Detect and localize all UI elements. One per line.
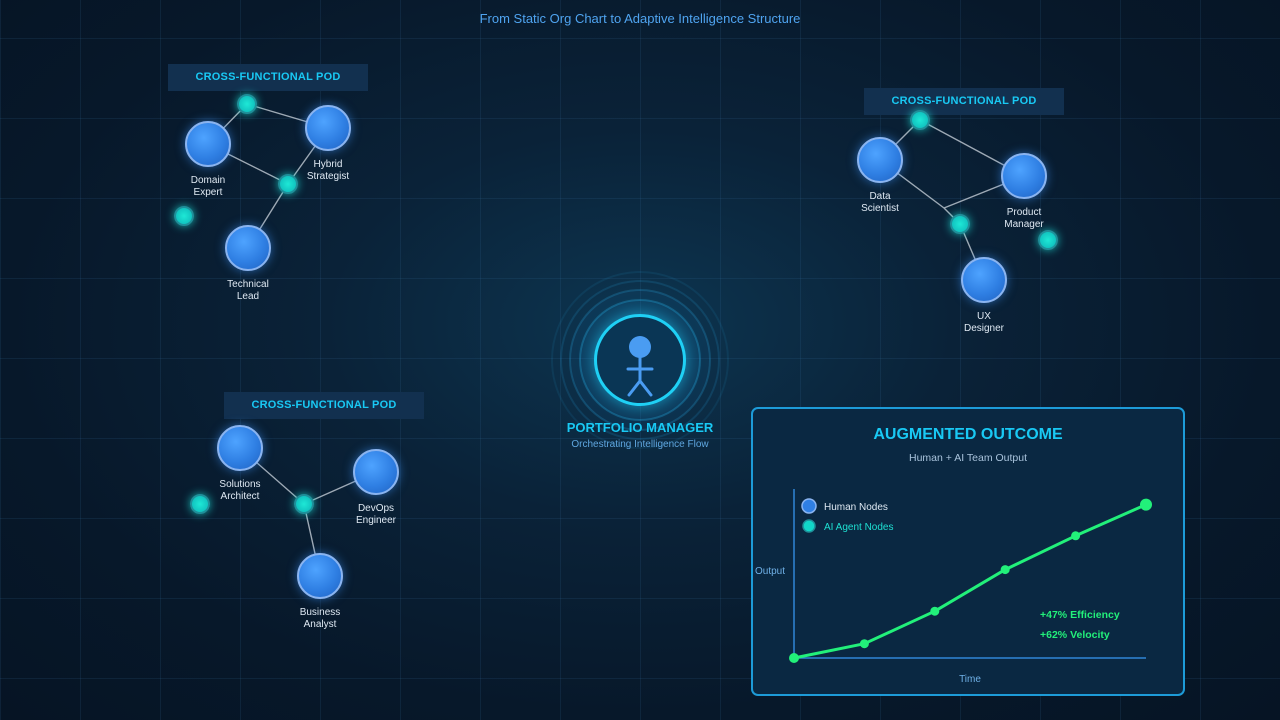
portfolio-manager-subtitle: Orchestrating Intelligence Flow — [571, 439, 709, 450]
portfolio-manager-title: PORTFOLIO MANAGER — [566, 420, 714, 435]
ai-agent-node[interactable] — [190, 494, 210, 514]
output-point — [1071, 531, 1081, 541]
human-node-product-manager[interactable] — [1001, 153, 1047, 199]
human-node-solutions-architect[interactable] — [217, 425, 263, 471]
output-point — [789, 653, 799, 663]
ai-agent-node[interactable] — [237, 94, 257, 114]
ai-agent-node[interactable] — [950, 214, 970, 234]
human-node-domain-expert[interactable] — [185, 121, 231, 167]
ai-agent-node[interactable] — [174, 206, 194, 226]
x-axis-label: Time — [959, 674, 981, 685]
output-line — [793, 503, 1147, 660]
outcome-subtitle: Human + AI Team Output — [909, 452, 1027, 464]
page-subtitle: From Static Org Chart to Adaptive Intell… — [479, 11, 801, 26]
legend-ai-swatch — [802, 519, 816, 533]
augmented-outcome-panel: AUGMENTED OUTCOME Human + AI Team Output… — [751, 407, 1185, 696]
human-node-data-scientist[interactable] — [857, 137, 903, 183]
human-node-business-analyst[interactable] — [297, 553, 343, 599]
human-node-technical-lead[interactable] — [225, 225, 271, 271]
legend-human-label: Human Nodes — [824, 502, 888, 513]
output-point — [930, 606, 940, 616]
output-point — [1140, 498, 1152, 511]
efficiency-metric: +47% Efficiency — [1040, 609, 1120, 621]
output-series — [789, 498, 1152, 663]
legend-human-swatch — [801, 498, 817, 514]
outcome-title: AUGMENTED OUTCOME — [873, 426, 1063, 443]
legend-ai-label: AI Agent Nodes — [824, 522, 894, 533]
ai-agent-node[interactable] — [294, 494, 314, 514]
ai-agent-node[interactable] — [1038, 230, 1058, 250]
portfolio-manager-node[interactable] — [594, 314, 686, 406]
velocity-metric: +62% Velocity — [1040, 629, 1110, 641]
output-point — [1000, 565, 1010, 575]
pod-label: CROSS-FUNCTIONAL POD — [224, 392, 424, 419]
ai-agent-node[interactable] — [278, 174, 298, 194]
human-node-devops-engineer[interactable] — [353, 449, 399, 495]
pod-label: CROSS-FUNCTIONAL POD — [168, 64, 368, 91]
human-node-hybrid-strategist[interactable] — [305, 105, 351, 151]
y-axis-label: Output — [755, 566, 785, 577]
ai-agent-node[interactable] — [910, 110, 930, 130]
person-icon — [626, 336, 654, 397]
pod-label: CROSS-FUNCTIONAL POD — [864, 88, 1064, 115]
output-point — [859, 639, 869, 649]
human-node-ux-designer[interactable] — [961, 257, 1007, 303]
outcome-chart: Output Time Human Nodes AI Agent Nodes +… — [755, 489, 1152, 685]
